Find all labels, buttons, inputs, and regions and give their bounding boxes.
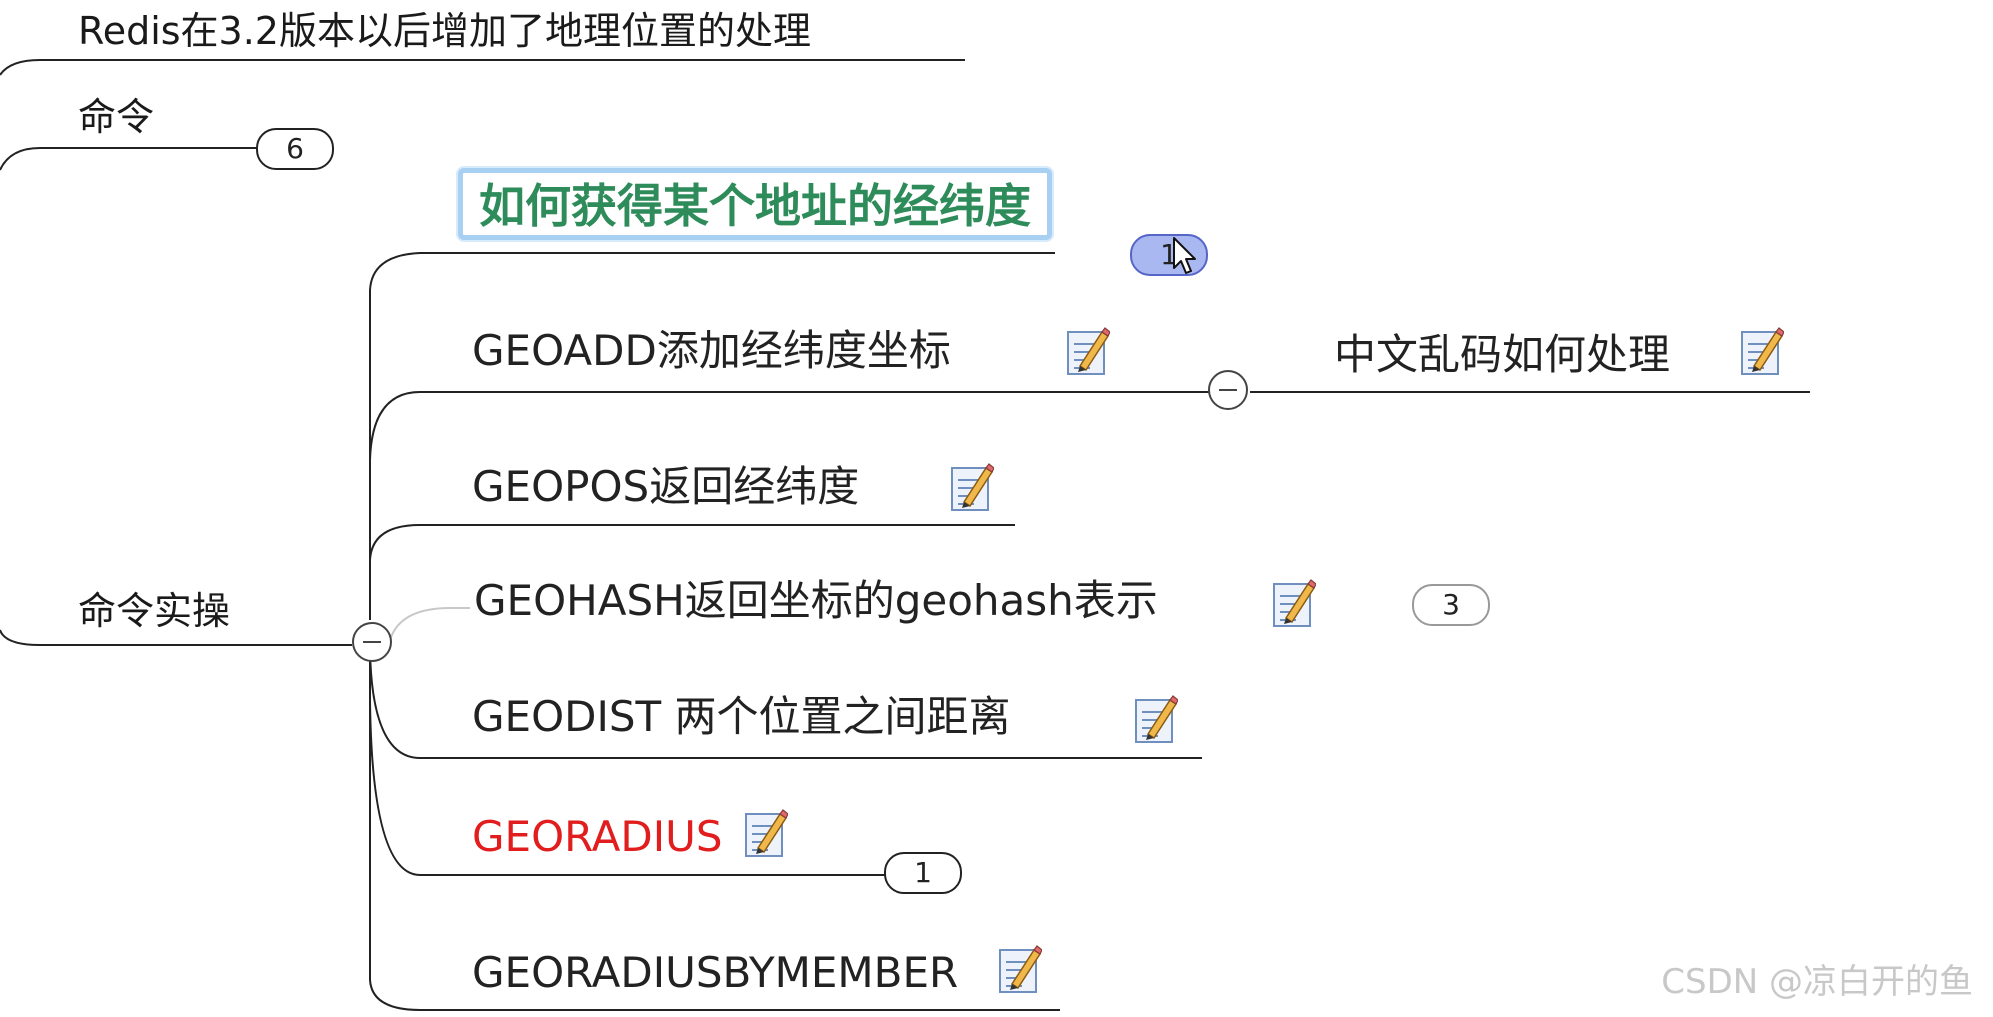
topic-chinese-garbled-label: 中文乱码如何处理	[1334, 330, 1671, 379]
topic-chinese-garbled[interactable]: 中文乱码如何处理	[1334, 334, 1670, 376]
topic-root-title[interactable]: Redis在3.2版本以后增加了地理位置的处理	[78, 12, 811, 50]
topic-geopos[interactable]: GEOPOS返回经纬度	[472, 466, 859, 508]
mouse-cursor-icon	[1173, 237, 1196, 274]
topic-geohash[interactable]: GEOHASH返回坐标的geohash表示	[474, 580, 1158, 622]
note-pencil-icon[interactable]	[1740, 326, 1785, 376]
topic-how-to-get-label: 如何获得某个地址的经纬度	[479, 179, 1031, 233]
topic-geopos-label: GEOPOS返回经纬度	[472, 462, 860, 511]
topic-georadius-label: GEORADIUS	[472, 812, 723, 861]
topic-practice[interactable]: 命令实操	[78, 592, 230, 630]
topic-root-title-label: Redis在3.2版本以后增加了地理位置的处理	[78, 9, 811, 53]
geohash-count-value: 3	[1442, 588, 1460, 621]
topic-commands-label: 命令	[78, 95, 155, 139]
topic-geoadd[interactable]: GEOADD添加经纬度坐标	[472, 330, 951, 372]
georadius-count-badge[interactable]: 1	[884, 852, 962, 894]
note-pencil-icon[interactable]	[1066, 326, 1111, 376]
note-pencil-icon[interactable]	[744, 808, 789, 858]
note-pencil-icon[interactable]	[1134, 694, 1179, 744]
how-to-get-count-badge[interactable]: 1	[1130, 234, 1208, 276]
note-pencil-icon[interactable]	[1272, 578, 1317, 628]
topic-commands[interactable]: 命令	[78, 98, 154, 136]
topic-geohash-label: GEOHASH返回坐标的geohash表示	[474, 576, 1158, 625]
collapse-minus-icon[interactable]	[1208, 370, 1248, 410]
topic-geoadd-label: GEOADD添加经纬度坐标	[472, 326, 951, 375]
commands-count-badge[interactable]: 6	[256, 128, 334, 170]
note-pencil-icon[interactable]	[998, 944, 1043, 994]
topic-how-to-get-selected[interactable]: 如何获得某个地址的经纬度	[458, 168, 1052, 240]
topic-practice-label: 命令实操	[78, 589, 231, 633]
topic-georadiusbymember[interactable]: GEORADIUSBYMEMBER	[472, 952, 958, 994]
note-pencil-icon[interactable]	[950, 462, 995, 512]
georadius-count-value: 1	[914, 856, 932, 889]
watermark: CSDN @凉白开的鱼	[1661, 954, 1973, 1003]
geohash-count-badge[interactable]: 3	[1412, 584, 1490, 626]
topic-geodist-label: GEODIST 两个位置之间距离	[472, 692, 1011, 741]
topic-georadius[interactable]: GEORADIUS	[472, 816, 722, 858]
commands-count-value: 6	[286, 132, 304, 165]
watermark-text: CSDN @凉白开的鱼	[1661, 962, 1973, 1002]
collapse-minus-icon[interactable]	[352, 622, 392, 662]
topic-georadiusbymember-label: GEORADIUSBYMEMBER	[472, 948, 959, 997]
topic-geodist[interactable]: GEODIST 两个位置之间距离	[472, 696, 1011, 738]
